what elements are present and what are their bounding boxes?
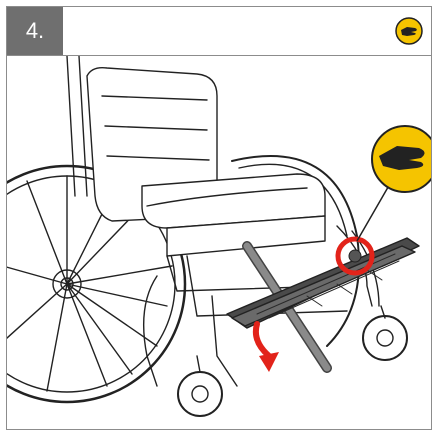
front-caster-right <box>362 305 408 361</box>
step-header: 4. <box>7 7 431 56</box>
hand-warning-icon <box>395 17 423 45</box>
wheelchair-illustration <box>7 56 431 417</box>
rotation-arrow-icon <box>252 321 279 372</box>
rear-wheel <box>7 164 187 404</box>
front-caster-left <box>177 355 223 417</box>
hand-warning-icon <box>371 125 431 193</box>
release-highlight-ring <box>335 236 375 276</box>
instruction-panel: 4. <box>6 6 432 430</box>
step-number: 4. <box>7 7 63 55</box>
seat-cushion <box>141 173 326 257</box>
